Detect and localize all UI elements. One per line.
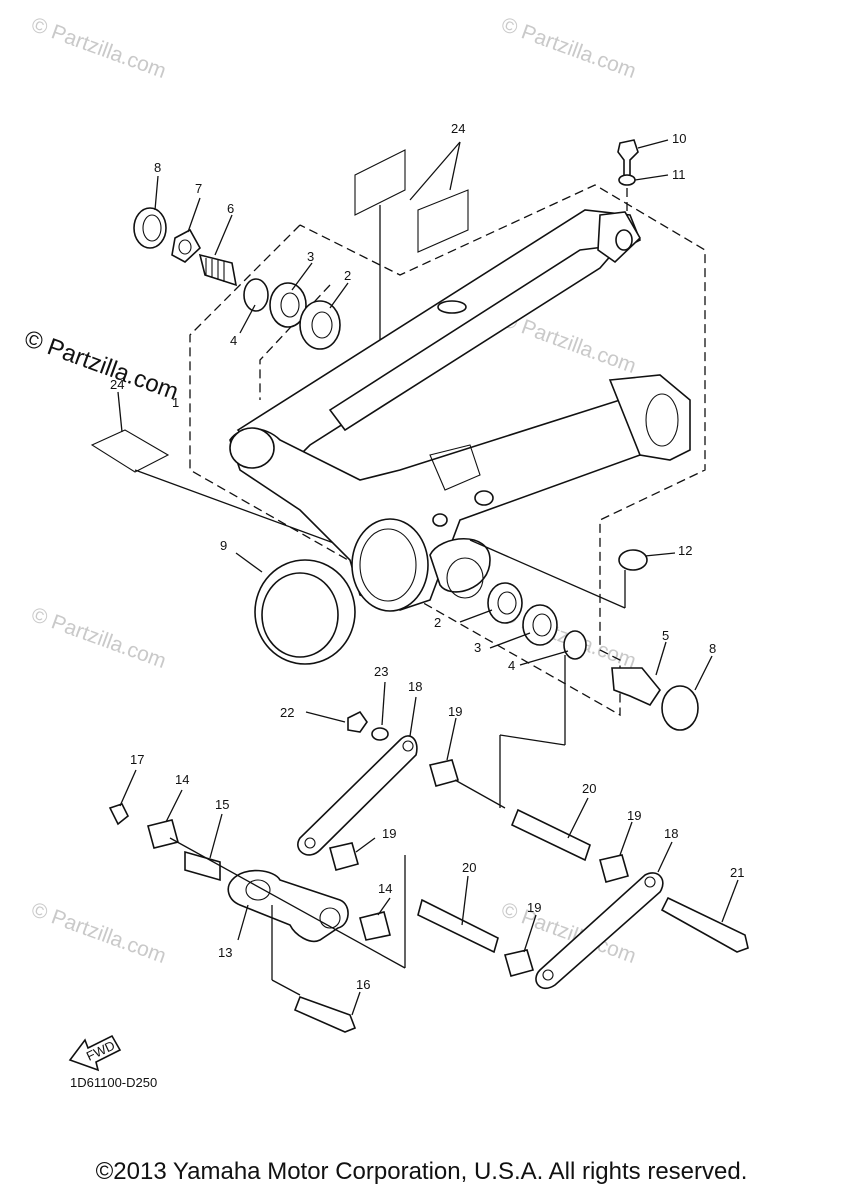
watermark: © Partzilla.com: [28, 898, 169, 968]
callout-14: 14: [175, 772, 189, 787]
watermark: © Partzilla.com: [498, 13, 639, 83]
callout-10: 10: [672, 131, 686, 146]
watermark: © Partzilla.com: [28, 603, 169, 673]
callout-20: 20: [462, 860, 476, 875]
callout-13: 13: [218, 945, 232, 960]
watermark: © Partzilla.com: [28, 13, 169, 83]
callout-19: 19: [527, 900, 541, 915]
bolt-10-washer-11: [617, 139, 669, 212]
callout-22: 22: [280, 705, 294, 720]
callout-8: 8: [154, 160, 161, 175]
callout-18: 18: [408, 679, 422, 694]
callout-21: 21: [730, 865, 744, 880]
callout-6: 6: [227, 201, 234, 216]
callout-4: 4: [508, 658, 515, 673]
callout-12: 12: [678, 543, 692, 558]
callout-4: 4: [230, 333, 237, 348]
callout-11: 11: [672, 167, 686, 182]
swingarm: [229, 209, 691, 612]
callout-16: 16: [356, 977, 370, 992]
callout-3: 3: [307, 249, 314, 264]
callout-labels: 8 7 6 24 10 11 3 2 4 24 1 9 12 2 5 8 3 4…: [110, 121, 744, 992]
callout-18: 18: [664, 826, 678, 841]
callout-19: 19: [448, 704, 462, 719]
decal-24-upper: [354, 141, 469, 350]
callout-19: 19: [382, 826, 396, 841]
callout-8: 8: [709, 641, 716, 656]
callout-24: 24: [451, 121, 465, 136]
diagram-code: 1D61100-D250: [70, 1075, 158, 1090]
callout-15: 15: [215, 797, 229, 812]
callout-19: 19: [627, 808, 641, 823]
part-9-ring: [235, 552, 356, 665]
callout-2: 2: [344, 268, 351, 283]
copyright-notice: ©2013 Yamaha Motor Corporation, U.S.A. A…: [95, 1158, 748, 1185]
callout-7: 7: [195, 181, 202, 196]
pivot-parts-left: [133, 175, 349, 350]
callout-20: 20: [582, 781, 596, 796]
callout-2: 2: [434, 615, 441, 630]
callout-3: 3: [474, 640, 481, 655]
assembly-boundary: [189, 184, 706, 717]
callout-1: 1: [172, 395, 179, 410]
fwd-arrow-icon: FWD: [68, 1034, 122, 1072]
callout-23: 23: [374, 664, 388, 679]
callout-17: 17: [130, 752, 144, 767]
callout-14: 14: [378, 881, 392, 896]
callout-24: 24: [110, 377, 124, 392]
callout-5: 5: [662, 628, 669, 643]
linkage-parts: [108, 655, 749, 1033]
pivot-parts-right: [459, 539, 713, 731]
callout-9: 9: [220, 538, 227, 553]
